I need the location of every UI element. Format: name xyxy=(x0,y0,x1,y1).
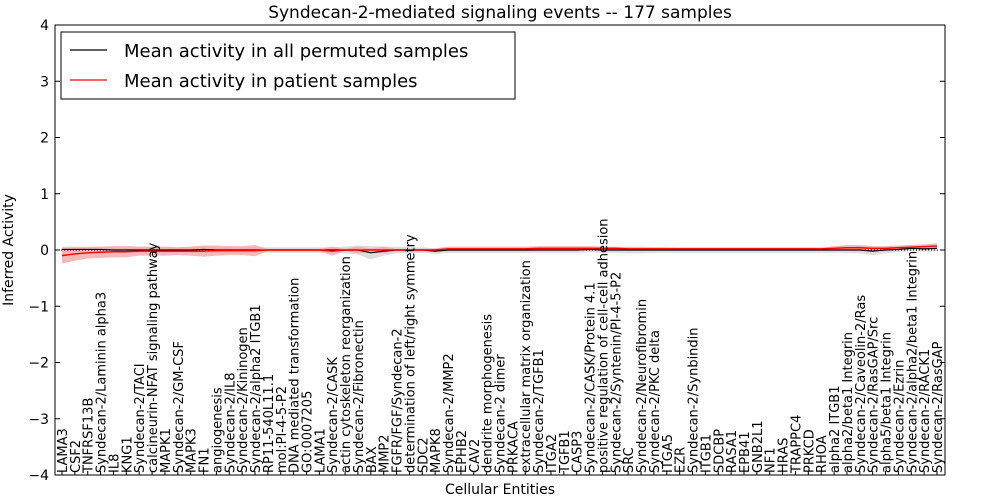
y-tick-label: 3 xyxy=(40,74,49,90)
x-tick-label: ITGA2 xyxy=(545,434,560,473)
x-tick-label: positive regulation of cell-cell adhesio… xyxy=(596,218,611,473)
x-tick-label: Syndecan-2/Synbindin xyxy=(687,327,702,473)
x-tick-label: alpha5/beta1 Integrin xyxy=(880,332,895,473)
x-tick-label: Syndecan-2/CASK/Protein 4.1 xyxy=(584,282,599,473)
x-tick-label: actin cytoskeleton reorganization xyxy=(339,256,354,473)
x-tick-label: Syndecan-2/PKC delta xyxy=(648,330,663,473)
x-tick-label: SDC2 xyxy=(416,437,431,473)
x-tick-label: ITGA5 xyxy=(661,434,676,473)
x-tick-label: CAV2 xyxy=(468,439,483,473)
x-tick-label: Syndecan-2/GM-CSF xyxy=(172,341,187,473)
x-tick-label: RHOA xyxy=(815,435,830,473)
x-tick-label: dendrite morphogenesis xyxy=(481,314,496,473)
x-tick-label: CASP3 xyxy=(571,431,586,473)
x-tick-label: Syndecan-2/CASK xyxy=(326,357,341,473)
x-tick-label: PRKACA xyxy=(506,421,521,473)
x-tick-label: Syndecan-2/alpha2/beta1 Integrin xyxy=(905,251,920,473)
y-axis-label: Inferred Activity xyxy=(1,194,17,306)
x-tick-label: TGFB1 xyxy=(558,430,573,474)
series-line-1 xyxy=(61,245,938,257)
x-tick-label: IL8 xyxy=(107,454,122,473)
x-tick-label: Syndecan-2 dimer xyxy=(494,354,509,473)
x-tick-label: Syndecan-2/Kininogen xyxy=(236,327,251,473)
x-tick-label: LAMA1 xyxy=(313,428,328,473)
x-tick-label: Syndecan-2/RasGAP xyxy=(931,341,946,473)
x-tick-label: Syndecan-2/MMP2 xyxy=(442,353,457,473)
x-tick-label: Syndecan-2/Ezrin xyxy=(892,360,907,473)
y-tick-label: −3 xyxy=(28,412,49,428)
x-tick-label: PRKCD xyxy=(802,429,817,473)
x-tick-label: alpha2 ITGB1 xyxy=(828,386,843,473)
x-tick-label: MMP2 xyxy=(378,434,393,473)
x-tick-label: ITGB1 xyxy=(699,434,714,473)
x-tick-label: SRC xyxy=(622,447,637,473)
y-tick-label: 4 xyxy=(40,18,49,34)
series-band-1 xyxy=(62,243,937,264)
x-tick-label: Syndecan-2/TGFB1 xyxy=(532,349,547,473)
x-tick-label: Syndecan-2/RasGAP/Src xyxy=(867,317,882,473)
x-tick-label: Syndecan-2/alpha2 ITGB1 xyxy=(249,304,264,473)
y-tick-label: −4 xyxy=(28,468,49,484)
x-tick-label: NF1 xyxy=(764,448,779,473)
x-tick-label: mol:PI-4-5-P2 xyxy=(275,386,290,473)
x-tick-label: BAX xyxy=(365,446,380,473)
x-tick-label: HRAS xyxy=(777,438,792,473)
x-tick-label: Syndecan-2/Syntenin/PI-4-5-P2 xyxy=(609,272,624,473)
legend: Mean activity in all permuted samples Me… xyxy=(60,31,516,100)
x-tick-label: angiogenesis xyxy=(210,387,225,473)
x-tick-label: FN1 xyxy=(198,448,213,473)
x-tick-label: RP11-540L11.1 xyxy=(262,374,277,473)
x-tick-label: determination of left/right symmetry xyxy=(403,234,418,473)
y-tick-label: −1 xyxy=(28,299,49,315)
x-axis-label: Cellular Entities xyxy=(445,482,555,498)
y-tick-label: 2 xyxy=(40,131,49,147)
y-tick-label: −2 xyxy=(28,356,49,372)
x-tick-label: LAMA3 xyxy=(56,428,71,473)
x-tick-label: EPB41 xyxy=(738,431,753,473)
x-tick-label: CSF2 xyxy=(69,440,84,473)
x-tick-label: FGFR/FGF/Syndecan-2 xyxy=(391,328,406,473)
x-tick-label: MAPK3 xyxy=(185,428,200,473)
x-tick-label: GO:0007205 xyxy=(300,391,315,473)
x-tick-label: calcineurin-NFAT signaling pathway xyxy=(146,242,161,473)
x-tick-label: Syndecan-2/Caveolin-2/Ras xyxy=(854,295,869,473)
legend-box xyxy=(60,31,516,100)
x-tick-label: EZR xyxy=(674,447,689,473)
legend-label-permuted: Mean activity in all permuted samples xyxy=(124,41,468,62)
x-tick-label: Syndecan-2/Laminin alpha3 xyxy=(95,292,110,473)
x-tick-label: Syndecan-2/RACK1 xyxy=(918,349,933,473)
x-tick-label: EPHB2 xyxy=(455,430,470,473)
x-tick-label: MAPK1 xyxy=(159,428,174,473)
x-tick-label: GNB2L1 xyxy=(751,420,766,473)
y-tick-label: 0 xyxy=(40,243,49,259)
legend-label-patient: Mean activity in patient samples xyxy=(124,71,418,92)
x-tick-label: KNG1 xyxy=(120,436,135,473)
x-tick-label: Syndecan-2/Neurofibromin xyxy=(635,299,650,473)
series-line-0 xyxy=(62,247,938,254)
x-tick-label: DNA mediated transformation xyxy=(288,278,303,473)
x-tick-label: Syndecan-2/TACI xyxy=(133,363,148,473)
x-tick-label: TRAPPC4 xyxy=(789,415,804,474)
x-tick-label: TNFRSF13B xyxy=(82,398,97,474)
x-tick-label: Syndecan-2/Fibronectin xyxy=(352,320,367,473)
x-tick-label: extracellular matrix organization xyxy=(519,260,534,473)
chart-title: Syndecan-2-mediated signaling events -- … xyxy=(268,3,732,23)
x-tick-label: SDCBP xyxy=(712,429,727,473)
x-tick-label: MAPK8 xyxy=(429,428,444,473)
x-tick-label: Syndecan-2/IL8 xyxy=(223,373,238,473)
x-tick-label: RASA1 xyxy=(725,430,740,473)
y-tick-label: 1 xyxy=(40,187,49,203)
x-tick-label: alpha2/beta1 Integrin xyxy=(841,332,856,473)
